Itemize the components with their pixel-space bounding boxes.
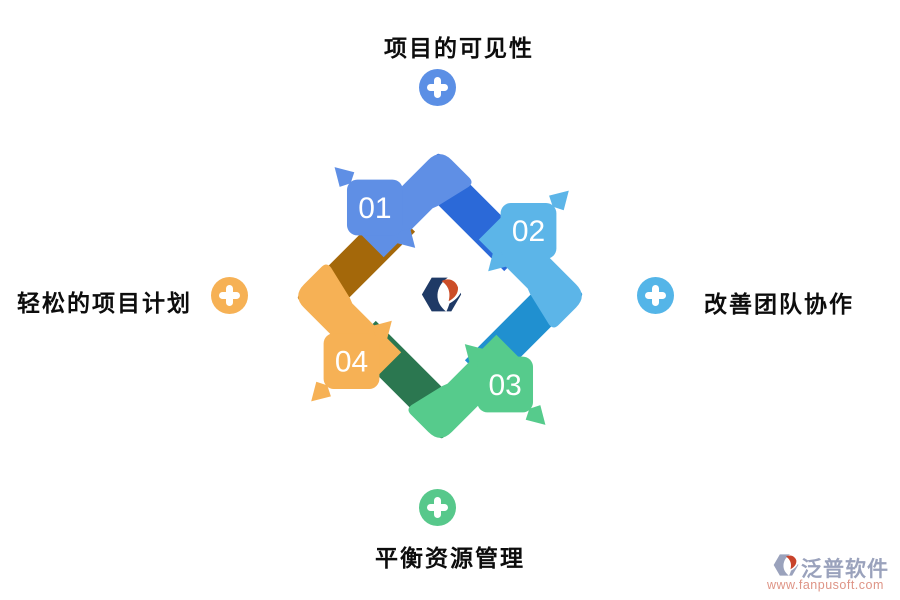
watermark-logo	[773, 554, 799, 576]
watermark-brand-name: 泛普软件	[801, 558, 889, 581]
cycle-number-04: 04	[335, 345, 368, 378]
plus-icon-bar	[652, 285, 659, 306]
plus-icon-bottom	[419, 489, 456, 526]
cycle-tab-flare	[334, 167, 355, 187]
cycle-tab-flare	[372, 320, 392, 341]
watermark-url: www.fanpusoft.com	[767, 578, 884, 592]
watermark-logo-hexagon-left	[773, 554, 790, 576]
cycle-tab-flare	[549, 190, 569, 211]
cycle-tab-03	[477, 356, 534, 413]
logo-hexagon-left	[421, 277, 448, 312]
watermark: 泛普软件 www.fanpusoft.com	[750, 550, 900, 595]
cycle-step-03: 03	[464, 344, 546, 425]
cycle-tab-flare	[488, 251, 508, 272]
cycle-diagram: 01 02 03 04	[285, 141, 595, 451]
cycle-number-03: 03	[488, 369, 521, 402]
feature-label-bottom: 平衡资源管理	[375, 545, 525, 571]
plus-icon-bar	[434, 77, 441, 98]
watermark-logo-hexagon-right	[789, 563, 799, 576]
feature-label-right: 改善团队协作	[704, 291, 854, 317]
feature-label-top: 项目的可见性	[384, 35, 534, 61]
cycle-number-01: 01	[358, 192, 391, 225]
plus-icon-left	[211, 277, 248, 314]
plus-icon-top	[419, 69, 456, 106]
cycle-tab-flare	[464, 344, 485, 364]
cycle-tab-02	[500, 202, 557, 259]
logo-flame	[441, 279, 459, 302]
plus-icon-right	[637, 277, 674, 314]
plus-icon-bar	[226, 285, 233, 306]
cycle-tab-01	[346, 179, 403, 236]
cycle-step-01: 01	[334, 167, 416, 248]
cycle-tab-flare	[395, 228, 416, 248]
center-company-logo	[421, 277, 462, 312]
cycle-number-02: 02	[512, 215, 545, 248]
cycle-step-02: 02	[488, 190, 569, 272]
cycle-tab-04	[323, 333, 380, 390]
plus-icon-bar	[434, 497, 441, 518]
feature-label-left: 轻松的项目计划	[17, 290, 192, 316]
cycle-step-04: 04	[311, 320, 392, 402]
cycle-arrows-graphic: 01 02 03 04	[297, 153, 583, 439]
logo-hexagon-right	[446, 292, 462, 312]
cycle-tab-flare	[311, 381, 331, 402]
cycle-tab-flare	[525, 405, 546, 425]
watermark-logo-flame	[786, 555, 797, 570]
